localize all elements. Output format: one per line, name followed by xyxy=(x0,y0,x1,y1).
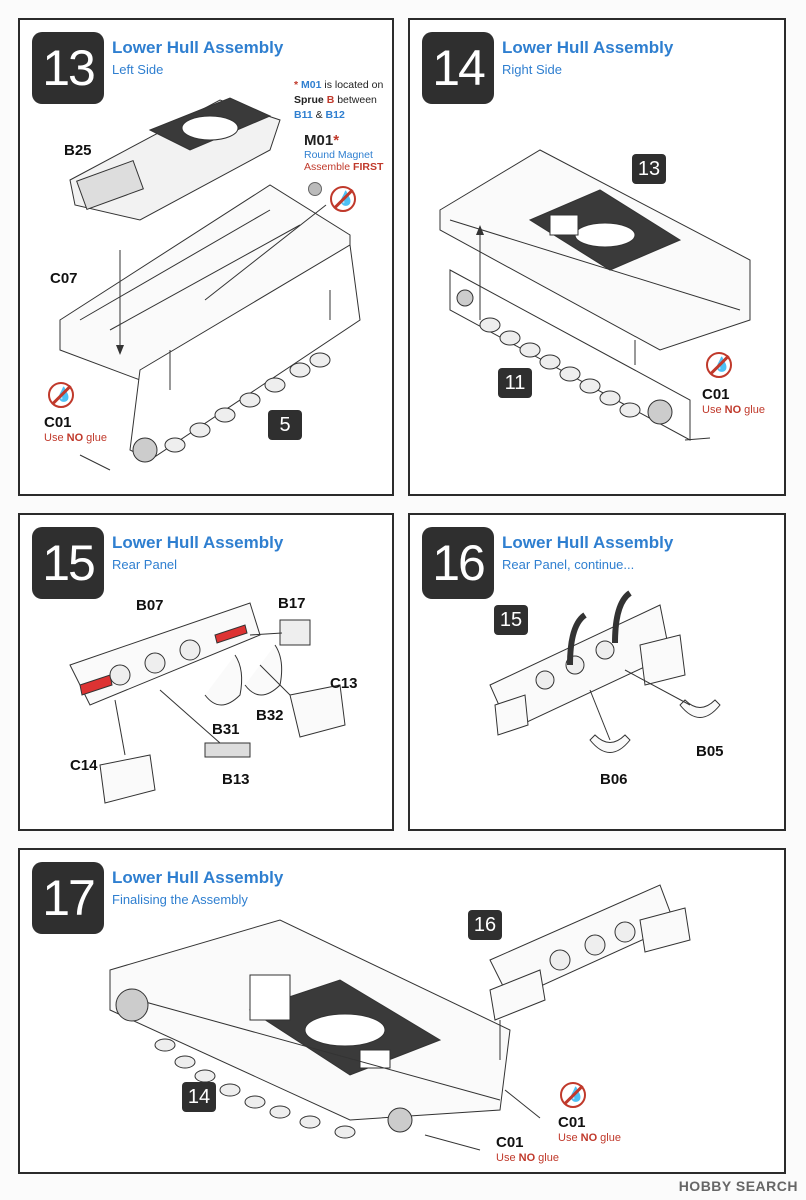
watermark-logo: HOBBY SEARCH xyxy=(678,1178,798,1194)
no-glue-icon: 💧 xyxy=(330,186,356,212)
step-title: Lower Hull Assembly xyxy=(112,38,284,57)
step-16-panel: 16 Lower Hull Assembly Rear Panel, conti… xyxy=(408,513,786,831)
part-label-b31: B31 xyxy=(212,721,240,738)
part-label-c14: C14 xyxy=(70,757,98,774)
step-13-panel: 13 Lower Hull Assembly Left Side * M01 i… xyxy=(18,18,394,496)
no-glue-icon: 💧 xyxy=(706,352,732,378)
part-label-b07: B07 xyxy=(136,597,164,614)
part-label-b06: B06 xyxy=(600,771,628,788)
part-label-b32: B32 xyxy=(256,707,284,724)
step-number: 16 xyxy=(422,527,494,599)
no-glue-icon: 💧 xyxy=(48,382,74,408)
step-subtitle: Finalising the Assembly xyxy=(112,892,248,907)
step-number: 17 xyxy=(32,862,104,934)
step-title: Lower Hull Assembly xyxy=(112,533,284,552)
sub-step-badge: 13 xyxy=(632,154,666,184)
magnet-callout: M01* Round Magnet Assemble FIRST xyxy=(304,132,384,173)
sub-step-badge: 5 xyxy=(268,410,302,440)
hull-left-side-drawing xyxy=(59,97,361,471)
step-subtitle: Right Side xyxy=(502,62,562,77)
no-glue-note: Use NO glue xyxy=(496,1152,559,1164)
rear-panel-continue-drawing xyxy=(489,590,721,753)
part-label-b13: B13 xyxy=(222,771,250,788)
rear-panel-drawing xyxy=(69,602,346,804)
part-label-c01: C01 xyxy=(702,386,730,403)
no-glue-note: Use NO glue xyxy=(558,1132,621,1144)
no-glue-note: Use NO glue xyxy=(44,432,107,444)
step-number: 15 xyxy=(32,527,104,599)
step-title: Lower Hull Assembly xyxy=(502,38,674,57)
part-label-c13: C13 xyxy=(330,675,358,692)
part-label-c07: C07 xyxy=(50,270,78,287)
part-label-b05: B05 xyxy=(696,743,724,760)
step-title: Lower Hull Assembly xyxy=(502,533,674,552)
magnet-part xyxy=(308,182,322,196)
step-number: 13 xyxy=(32,32,104,104)
sub-step-badge: 15 xyxy=(494,605,528,635)
step-15-panel: 15 Lower Hull Assembly Rear Panel B07 B1… xyxy=(18,513,394,831)
step-number: 14 xyxy=(422,32,494,104)
step-subtitle: Left Side xyxy=(112,62,164,77)
part-label-b25: B25 xyxy=(64,142,92,159)
magnet-location-note: * M01 is located on Sprue B between B11 … xyxy=(294,79,384,121)
part-label-c01: C01 xyxy=(496,1134,524,1151)
no-glue-note: Use NO glue xyxy=(702,404,765,416)
step-subtitle: Rear Panel xyxy=(112,557,178,572)
hull-right-side-drawing xyxy=(439,149,751,441)
part-label-c01: C01 xyxy=(44,414,72,431)
step-subtitle: Rear Panel, continue... xyxy=(502,557,635,572)
sub-step-badge: 16 xyxy=(468,910,502,940)
step-17-panel: 17 Lower Hull Assembly Finalising the As… xyxy=(18,848,786,1174)
sub-step-badge: 11 xyxy=(498,368,532,398)
step-14-panel: 14 Lower Hull Assembly Right Side 13 11 … xyxy=(408,18,786,496)
sub-step-badge: 14 xyxy=(182,1082,216,1112)
hull-final-assembly-drawing xyxy=(109,884,691,1151)
part-label-c01: C01 xyxy=(558,1114,586,1131)
part-label-b17: B17 xyxy=(278,595,306,612)
step-title: Lower Hull Assembly xyxy=(112,868,284,887)
no-glue-icon: 💧 xyxy=(560,1082,586,1108)
